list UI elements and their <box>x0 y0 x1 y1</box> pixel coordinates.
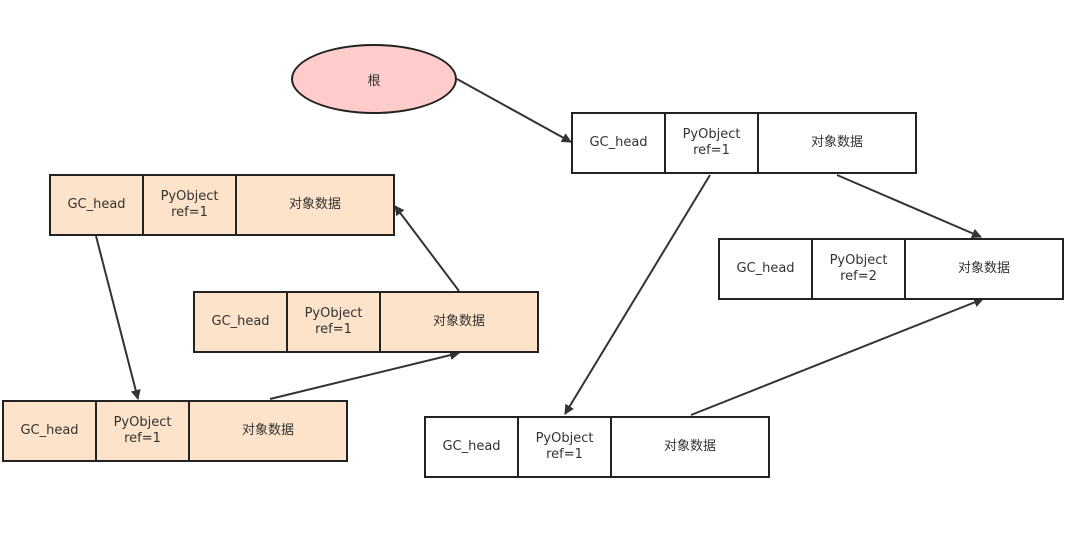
ref-count: ref=1 <box>124 431 161 446</box>
pyobject-cell: PyObject ref=1 <box>97 402 190 460</box>
pyobject-label: PyObject <box>113 415 172 430</box>
pyobject-label: PyObject <box>304 306 363 321</box>
pyobject-label: PyObject <box>160 189 219 204</box>
object-d: GC_head PyObject ref=1 对象数据 <box>49 174 395 236</box>
pyobject-cell: PyObject ref=2 <box>813 240 906 298</box>
root-node: 根 <box>291 44 457 114</box>
edge-e-to-d <box>394 205 460 292</box>
pyobject-label: PyObject <box>535 431 594 446</box>
ref-count: ref=1 <box>315 322 352 337</box>
gc-head-cell: GC_head <box>573 114 666 172</box>
edge-a-to-b <box>836 174 982 239</box>
gc-head-cell: GC_head <box>195 293 288 351</box>
gc-head-cell: GC_head <box>720 240 813 298</box>
object-f: GC_head PyObject ref=1 对象数据 <box>2 400 348 462</box>
pyobject-label: PyObject <box>829 253 888 268</box>
object-a: GC_head PyObject ref=1 对象数据 <box>571 112 917 174</box>
object-b: GC_head PyObject ref=2 对象数据 <box>718 238 1064 300</box>
pyobject-cell: PyObject ref=1 <box>288 293 381 351</box>
pyobject-cell: PyObject ref=1 <box>144 176 237 234</box>
root-label: 根 <box>367 73 381 89</box>
object-data-cell: 对象数据 <box>810 135 863 150</box>
pyobject-cell: PyObject ref=1 <box>666 114 759 172</box>
edge-c-to-b <box>690 297 984 416</box>
object-e: GC_head PyObject ref=1 对象数据 <box>193 291 539 353</box>
ref-count: ref=1 <box>546 447 583 462</box>
object-data-cell: 对象数据 <box>241 423 294 438</box>
edge-f-to-e <box>269 350 460 400</box>
object-data-cell: 对象数据 <box>288 197 341 212</box>
gc-head-cell: GC_head <box>426 418 519 476</box>
edge-root-to-a <box>456 78 572 143</box>
object-c: GC_head PyObject ref=1 对象数据 <box>424 416 770 478</box>
ref-count: ref=1 <box>693 143 730 158</box>
ref-count: ref=1 <box>171 205 208 220</box>
ref-count: ref=2 <box>840 269 877 284</box>
edge-d-to-f <box>95 235 141 400</box>
gc-head-cell: GC_head <box>51 176 144 234</box>
pyobject-label: PyObject <box>682 127 741 142</box>
edge-a-to-c <box>564 174 711 415</box>
gc-head-cell: GC_head <box>4 402 97 460</box>
pyobject-cell: PyObject ref=1 <box>519 418 612 476</box>
object-data-cell: 对象数据 <box>432 314 485 329</box>
object-data-cell: 对象数据 <box>957 261 1010 276</box>
object-data-cell: 对象数据 <box>663 439 716 454</box>
